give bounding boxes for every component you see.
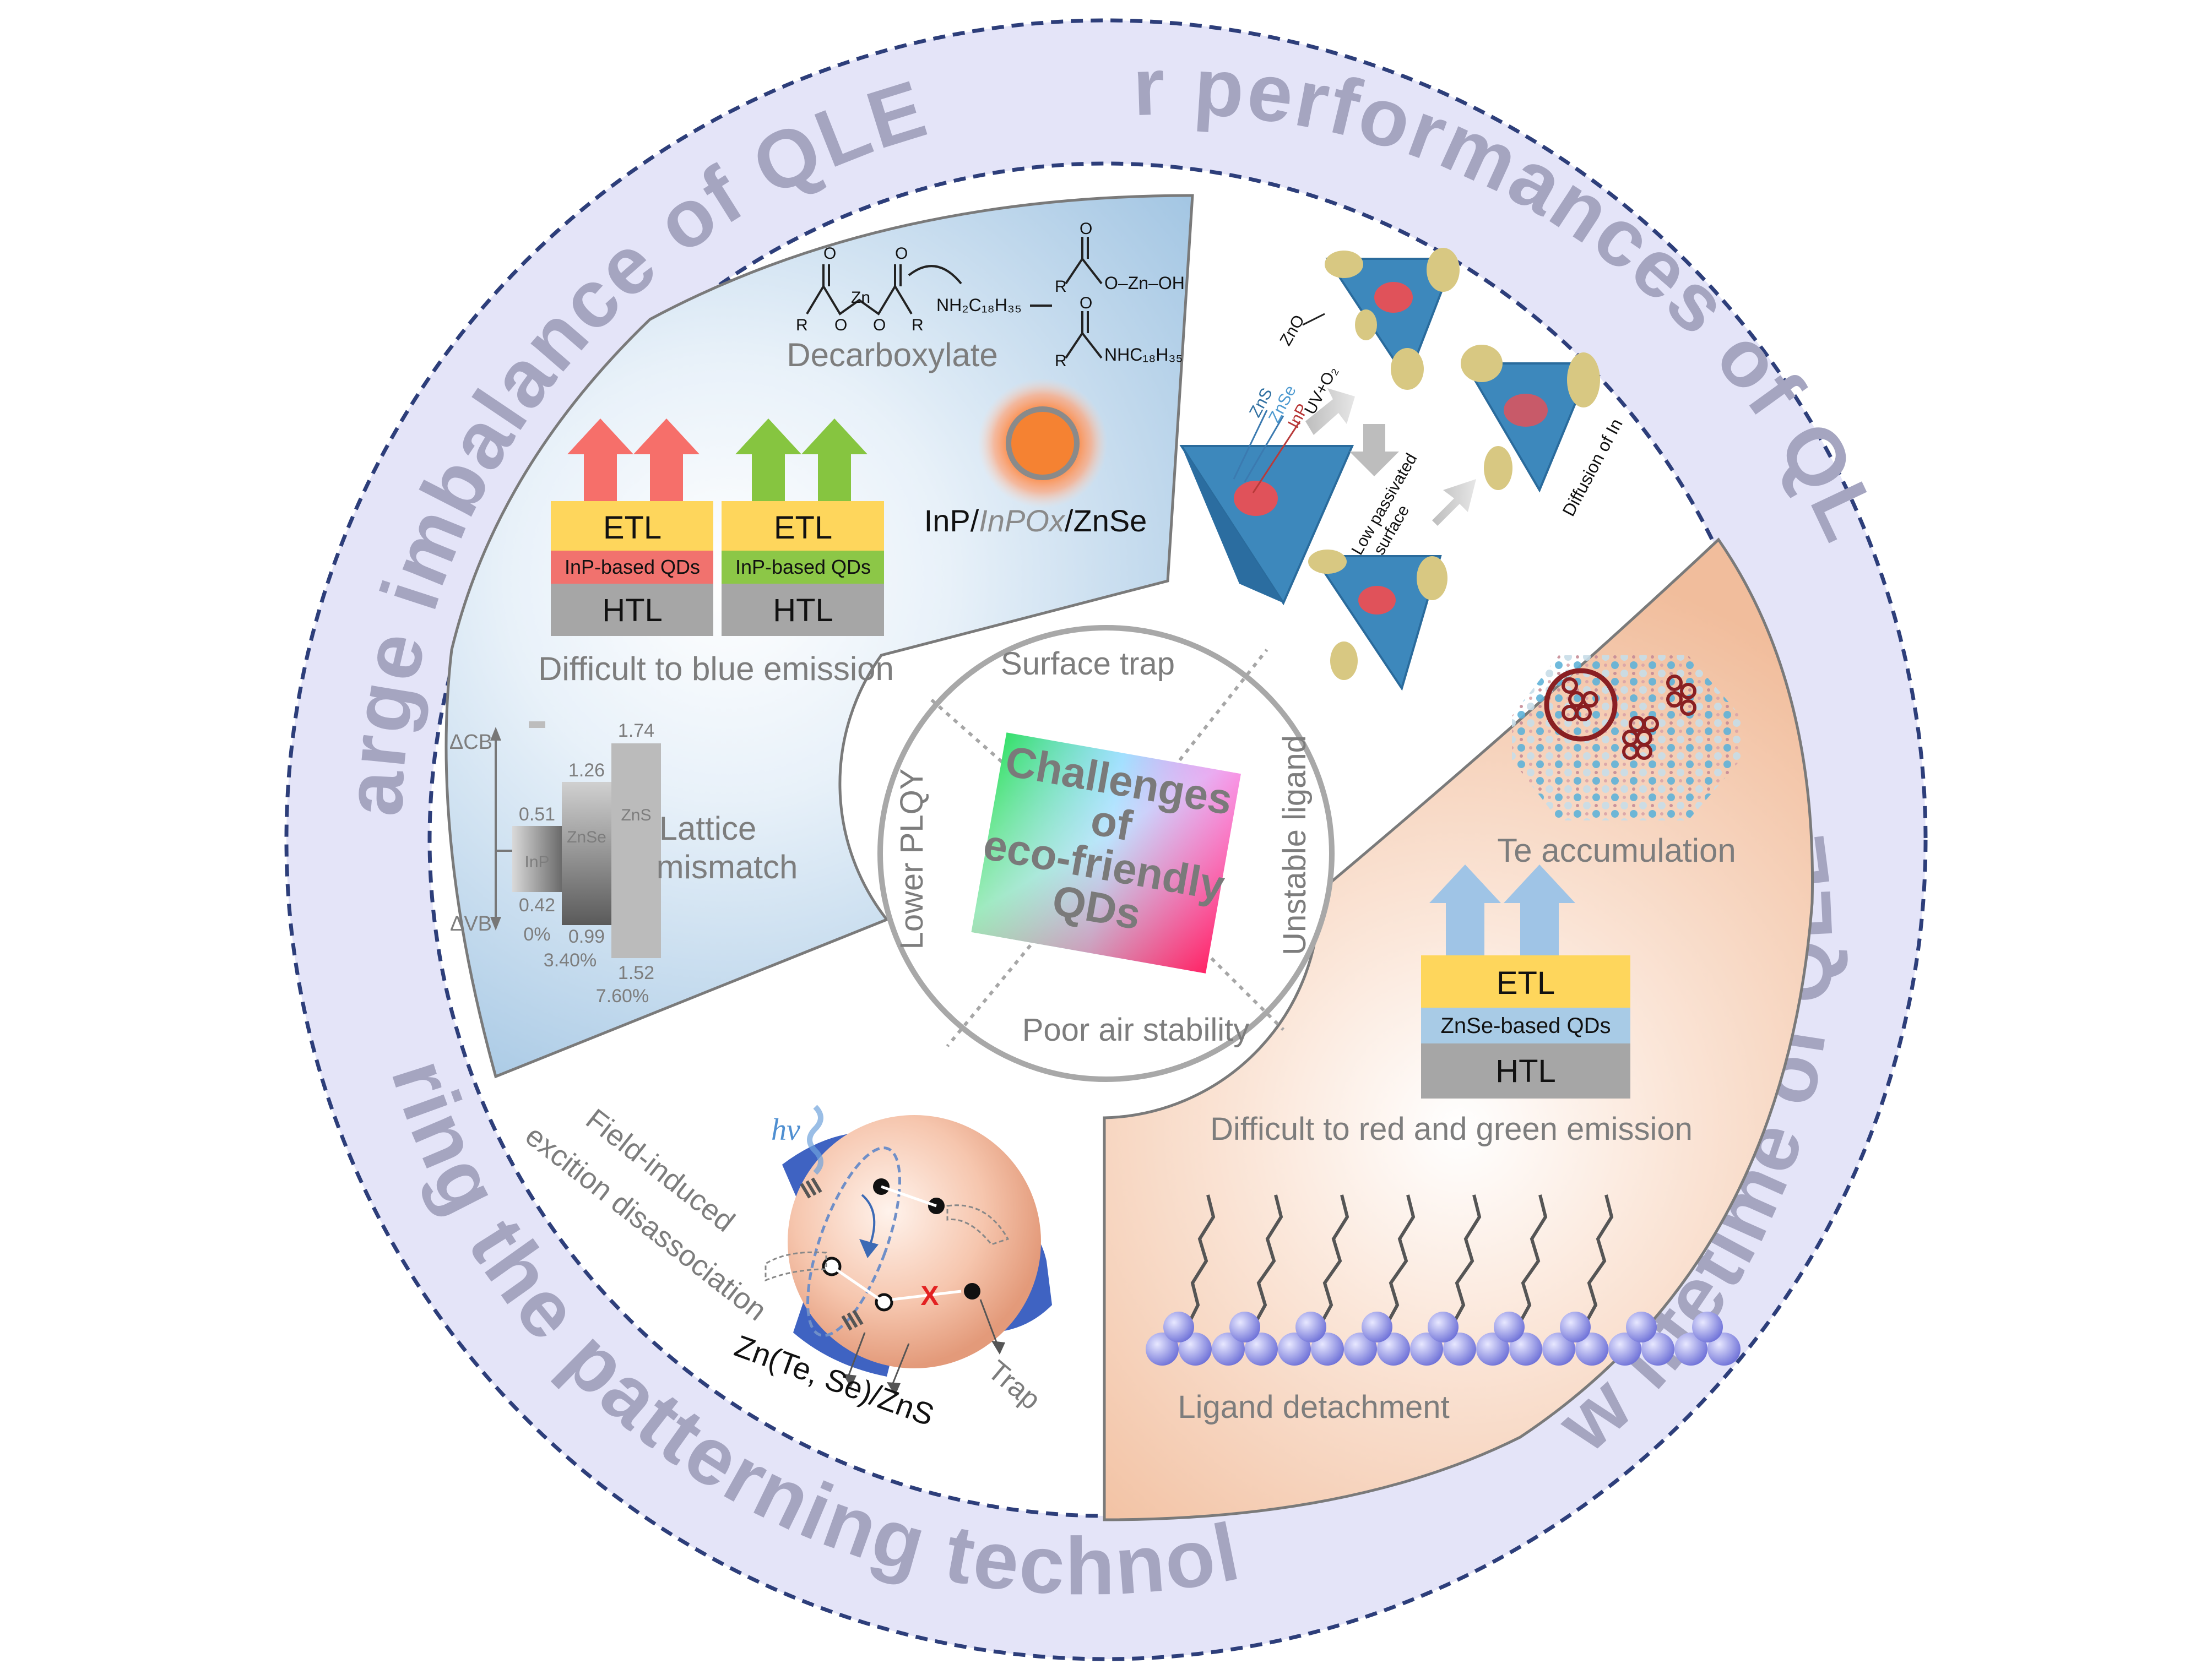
te-accumulation-lattice — [1512, 655, 1741, 820]
ester-o-2: O — [873, 316, 886, 334]
cb-value-inp: 0.51 — [519, 804, 555, 825]
carbonyl-o-1: O — [823, 244, 836, 263]
amide-product: NHC₁₈H₃₅ — [1104, 345, 1183, 365]
device-stack-red: ETL InP-based QDs HTL — [551, 418, 713, 636]
photon-hv-label: hv — [771, 1113, 800, 1147]
etl-label-red: ETL — [603, 510, 662, 546]
band-material-znse: ZnSe — [567, 828, 606, 846]
device-stack-green: ETL InP-based QDs HTL — [722, 418, 884, 636]
red-green-caption: Difficult to red and green emission — [1210, 1111, 1693, 1147]
qd-label-red: InP-based QDs — [565, 556, 700, 578]
vb-value-inp: 0.42 — [519, 895, 555, 916]
zn-oh-product: O–Zn–OH — [1104, 273, 1185, 293]
band-material-inp: InP — [524, 853, 549, 871]
outer-dashed-border — [284, 18, 1928, 1661]
mismatch-znse: 3.40% — [544, 950, 597, 971]
r-group-3: R — [1055, 278, 1067, 296]
vb-value-znse: 0.99 — [568, 926, 605, 947]
etl-label-blue: ETL — [1497, 965, 1555, 1001]
exciton-qd — [765, 1105, 1052, 1396]
segment-lower-plqy: Lower PLQY — [894, 769, 930, 950]
band-alignment: ΔCB ΔVB InP ZnSe ZnS 0.51 1.26 1.74 0.42… — [449, 720, 661, 1007]
htl-label-blue: HTL — [1495, 1053, 1556, 1089]
qd-label-green: InP-based QDs — [735, 556, 871, 578]
tetrahedron-qd-diffused — [1461, 345, 1600, 493]
qd-label-blue: ZnSe-based QDs — [1440, 1014, 1611, 1038]
ligand-layer — [1146, 1194, 1741, 1366]
amine-formula: NH₂C₁₈H₃₅ — [936, 295, 1022, 315]
decarboxylate-reaction: O O Zn O O R R NH₂C₁₈H₃₅ O R O–Zn–OH O R… — [787, 220, 1185, 373]
delta-vb-label: ΔVB — [450, 912, 492, 936]
center-circle: Challenges of eco-friendly QDs Surface t… — [877, 625, 1335, 1082]
carbonyl-o-3: O — [1080, 220, 1092, 238]
rainbow-card — [971, 732, 1241, 974]
r-group-1: R — [796, 316, 808, 334]
tetrahedron-qd-passivated — [1308, 550, 1447, 691]
center-title-line-2: of — [1087, 795, 1136, 850]
htl-label-red: HTL — [602, 592, 663, 628]
core-shell-qd — [978, 378, 1108, 508]
mismatch-inp: 0% — [523, 924, 550, 945]
segment-surface-trap: Surface trap — [1001, 646, 1175, 682]
ligand-detachment-label: Ligand detachment — [1178, 1389, 1449, 1425]
carbonyl-o-2: O — [895, 244, 908, 263]
mismatch-zns: 7.60% — [596, 986, 649, 1007]
qd-composition-label: InP/InPOx/ZnSe — [924, 503, 1147, 538]
vb-value-zns: 1.52 — [618, 963, 654, 983]
blocked-transfer-mark: X — [920, 1280, 939, 1311]
blue-emission-caption: Difficult to blue emission — [538, 650, 894, 687]
arrow-to-oxidized — [1305, 388, 1355, 435]
lattice-label-line-1: Lattice — [659, 810, 757, 847]
te-accumulation-label: Te accumulation — [1497, 832, 1736, 869]
device-stack-blue: ETL ZnSe-based QDs HTL — [1421, 865, 1630, 1099]
carbonyl-o-4: O — [1080, 294, 1092, 312]
band-material-zns: ZnS — [621, 806, 651, 824]
arrow-to-diffused — [1432, 479, 1476, 526]
arrow-down-gray — [1349, 424, 1399, 476]
ester-o-1: O — [834, 316, 847, 334]
r-group-4: R — [1055, 352, 1067, 370]
cb-value-zns: 1.74 — [618, 720, 654, 741]
htl-label-green: HTL — [773, 592, 833, 628]
lattice-label-line-2: mismatch — [657, 849, 798, 885]
tetrahedron-qd-main — [1179, 410, 1354, 606]
etl-label-green: ETL — [774, 510, 832, 546]
cb-value-znse: 1.26 — [568, 760, 605, 781]
delta-cb-label: ΔCB — [449, 731, 492, 754]
zinc-atom: Zn — [851, 289, 870, 307]
segment-poor-air-stability: Poor air stability — [1022, 1012, 1250, 1048]
tetrahedron-qd-oxidized — [1325, 248, 1460, 390]
r-group-2: R — [912, 316, 924, 334]
decarboxylate-label: Decarboxylate — [787, 336, 998, 373]
segment-unstable-ligand: Unstable ligand — [1277, 735, 1313, 955]
